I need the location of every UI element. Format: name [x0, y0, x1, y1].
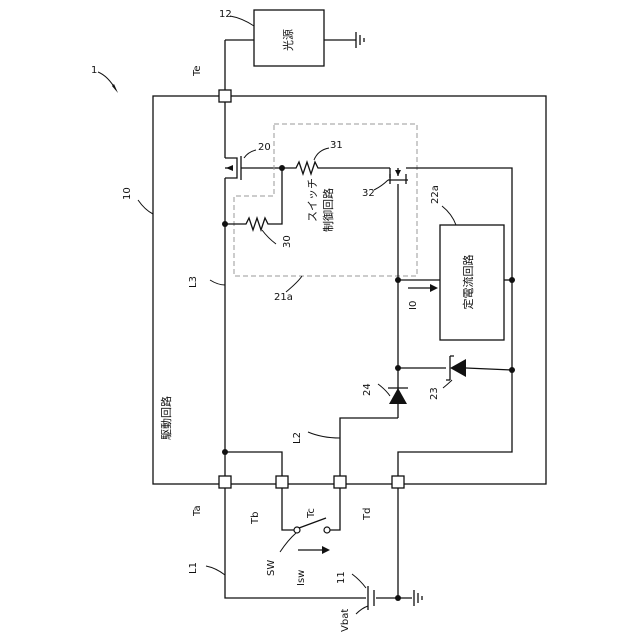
light-source-ref-leader — [230, 16, 254, 26]
resistor-31 — [282, 162, 390, 174]
resistor-30-ref: 30 — [282, 235, 293, 248]
constant-current-circuit: 定電流回路 22a — [395, 185, 515, 340]
constant-current-label: 定電流回路 — [461, 255, 475, 310]
battery-vbat: 11 Vbat — [225, 488, 422, 632]
transistor-20-ref-leader — [244, 150, 256, 158]
diode-24-triangle — [389, 388, 407, 404]
transistor-20: 20 — [225, 142, 282, 180]
figure-ref-arrow-head — [112, 84, 118, 93]
battery-label-leader — [356, 606, 368, 614]
switch-control-ref: 21a — [274, 292, 293, 303]
td-ground-wire — [398, 488, 412, 598]
terminal-td — [392, 476, 404, 488]
terminal-ta-label: Ta — [192, 505, 203, 517]
constant-current-output-dot — [509, 277, 515, 283]
l1-leader — [206, 566, 225, 575]
zener-ref-leader — [443, 380, 452, 388]
switch-right-wire — [330, 488, 340, 530]
terminal-te-label: Te — [192, 65, 203, 77]
isw-label: Isw — [296, 570, 307, 586]
isw-arrow-head — [322, 546, 330, 554]
l2-wire — [340, 418, 398, 476]
transistor-32-arrow — [395, 170, 401, 176]
switch-left-wire — [282, 488, 294, 530]
i0-arrow-head — [430, 284, 438, 292]
terminal-td-label: Td — [362, 508, 373, 521]
terminal-tc — [334, 476, 346, 488]
drive-circuit-box — [153, 96, 546, 484]
l3-leader — [210, 280, 225, 285]
l1-label: L1 — [188, 562, 199, 574]
figure-reference: 1 — [91, 65, 118, 93]
switch-blade — [299, 518, 326, 528]
zener-triangle — [450, 359, 466, 377]
transistor-32-ref: 32 — [362, 188, 375, 199]
terminal-ta — [219, 476, 231, 488]
terminal-tc-label: Tc — [306, 508, 317, 519]
light-source-ref: 12 — [219, 9, 232, 20]
diode-24-ref-leader — [378, 384, 390, 396]
switch-ref-leader — [280, 533, 296, 552]
battery-ref: 11 — [336, 571, 347, 584]
i0-label: I0 — [408, 301, 419, 310]
resistor-31-ref: 31 — [330, 140, 343, 151]
switch-control-label-line2: 制御回路 — [321, 188, 335, 232]
transistor-32-ref-leader — [374, 180, 388, 190]
ground-icon — [414, 590, 422, 606]
drive-circuit-ref-leader — [138, 200, 153, 214]
light-source-label: 光源 — [281, 29, 295, 51]
l2-label: L2 — [292, 432, 303, 444]
zener-ref: 23 — [429, 387, 440, 400]
transistor-32: 32 — [362, 168, 512, 418]
diode-24: 24 — [362, 383, 408, 404]
light-source: 光源 12 — [219, 9, 364, 66]
terminal-te — [219, 90, 231, 102]
resistor-30-node-dot — [222, 221, 228, 227]
ground-icon — [356, 32, 364, 48]
drive-circuit-ref: 10 — [122, 187, 133, 200]
zener-diode-23: 23 — [395, 356, 515, 400]
l3-label: L3 — [188, 276, 199, 288]
td-return-wire — [398, 370, 512, 476]
resistor-31-ref-leader — [314, 148, 329, 160]
transistor-20-ref: 20 — [258, 142, 271, 153]
tb-inner-wire — [225, 452, 282, 476]
te-to-light-source-wire — [225, 40, 254, 90]
terminal-tb — [276, 476, 288, 488]
resistor-30-ref-leader — [262, 230, 276, 244]
switch-sw: SW Isw — [266, 488, 340, 586]
constant-current-input-dot — [395, 277, 401, 283]
diode-24-ref: 24 — [362, 383, 373, 396]
l2-leader — [308, 432, 340, 438]
terminals — [219, 90, 404, 488]
terminal-tb-label: Tb — [250, 512, 261, 525]
constant-current-ref: 22a — [430, 185, 441, 204]
constant-current-ref-leader — [442, 206, 456, 225]
switch-control-ref-leader — [286, 276, 302, 292]
switch-contact-right — [324, 527, 330, 533]
ground-node-dot — [395, 595, 401, 601]
figure-ref-number: 1 — [91, 65, 97, 76]
battery-label: Vbat — [340, 609, 351, 632]
battery-ref-leader — [352, 574, 366, 588]
switch-control-label-line1: スイッチ — [306, 178, 319, 222]
switch-label: SW — [266, 560, 277, 576]
drive-circuit-label: 駆動回路 — [159, 396, 173, 440]
